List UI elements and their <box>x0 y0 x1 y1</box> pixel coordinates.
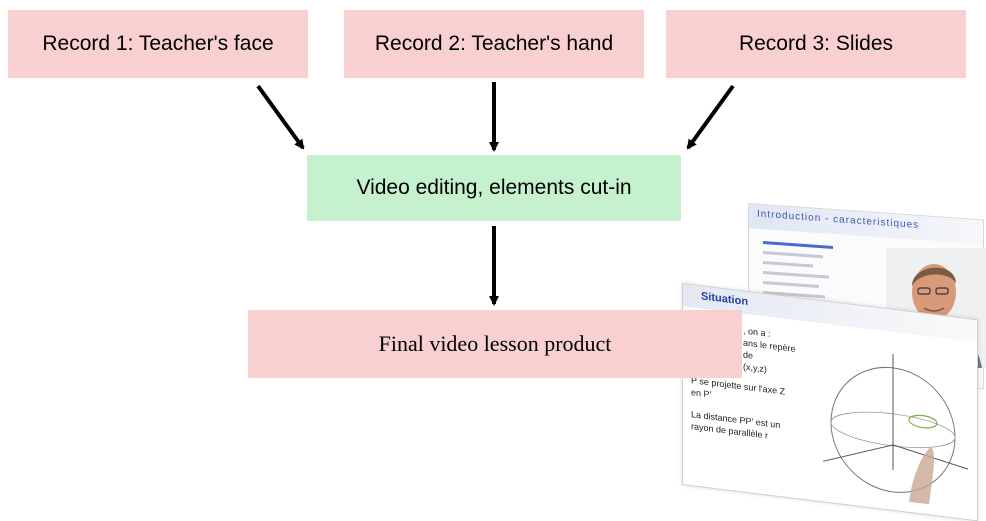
final-product-label: Final video lesson product <box>378 331 612 356</box>
video-editing-label: Video editing, elements cut-in <box>356 176 632 199</box>
record-2-box: Record 2: Teacher's hand <box>344 10 644 78</box>
record-1-label: Record 1: Teacher's face <box>42 32 274 55</box>
record-3-box: Record 3: Slides <box>666 10 966 78</box>
record-3-label: Record 3: Slides <box>738 32 894 55</box>
video-editing-box: Video editing, elements cut-in <box>307 155 681 221</box>
final-product-box: Final video lesson product <box>248 310 742 378</box>
arrow-record3-to-editing <box>686 84 735 150</box>
record-2-label: Record 2: Teacher's hand <box>374 32 614 55</box>
record-1-box: Record 1: Teacher's face <box>8 10 308 78</box>
flow-arrows <box>256 82 735 306</box>
arrow-record1-to-editing <box>256 84 305 150</box>
